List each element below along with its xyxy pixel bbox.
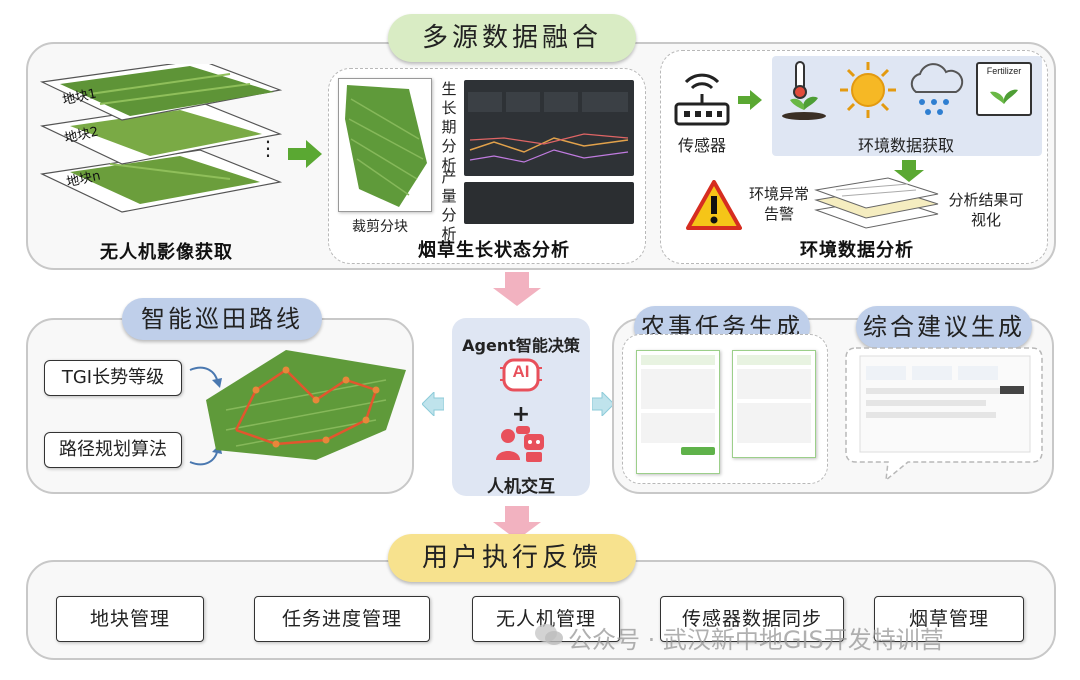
robot-user-icon: [496, 426, 544, 462]
warning-icon: [686, 180, 742, 230]
sun-icon: [840, 62, 896, 118]
sensor-icon: [674, 73, 730, 126]
arrow-down-icon: [493, 506, 541, 540]
agent-panel: [452, 318, 590, 496]
fetch-label: 环境数据获取: [858, 136, 955, 155]
curve-arrow-icon: [189, 366, 222, 388]
layer-1-field: [60, 66, 274, 116]
arrow-right-icon: [738, 90, 762, 110]
interaction-label: 人机交互: [487, 477, 555, 497]
layer-2-field: [70, 110, 262, 156]
arrow-right-icon: [288, 140, 322, 168]
growth-title: 烟草生长状态分析: [418, 240, 570, 261]
env-title: 环境数据分析: [800, 240, 914, 261]
growth-period-text: 生长期分析: [441, 80, 457, 174]
arrow-down-icon: [894, 160, 924, 182]
sensor-sync-button[interactable]: 传感器数据同步: [660, 596, 844, 642]
fertilizer-label: Fertilizer: [986, 66, 1022, 76]
ai-icon-text: AI: [512, 362, 530, 381]
task-card-1: [636, 350, 720, 474]
arrow-left-icon: [422, 392, 444, 416]
patrol-map: [206, 350, 406, 460]
layer-dots: ⋮: [258, 136, 278, 160]
vis-label: 分析结果可视化: [948, 191, 1024, 229]
layer-3-field: [70, 156, 260, 204]
fertilizer-icon: Fertilizer: [976, 62, 1032, 116]
uav-label: 无人机影像获取: [100, 242, 233, 263]
task-card-2: [732, 350, 816, 458]
top-title: 多源数据融合: [388, 14, 636, 62]
alert-label: 环境异常告警: [748, 185, 809, 223]
sensor-label: 传感器: [678, 136, 727, 155]
yield-dashboard-thumb: [464, 182, 634, 224]
plot-management-button[interactable]: 地块管理: [56, 596, 204, 642]
advice-title: 综合建议生成: [856, 306, 1032, 348]
tobacco-management-button[interactable]: 烟草管理: [874, 596, 1024, 642]
crop-image: [338, 78, 432, 212]
ai-icon: [500, 358, 542, 392]
task-progress-button[interactable]: 任务进度管理: [254, 596, 430, 642]
rain-cloud-icon: [910, 63, 964, 115]
patrol-title: 智能巡田路线: [122, 298, 322, 340]
plus-sign: +: [511, 402, 531, 427]
yield-text: 产量分析: [441, 168, 457, 243]
arrow-right-icon: [592, 392, 614, 416]
crop-label: 裁剪分块: [352, 219, 408, 235]
agent-title: Agent智能决策: [462, 336, 580, 355]
wechat-icon: [535, 624, 563, 645]
bottom-title: 用户执行反馈: [388, 534, 636, 582]
growth-dashboard-thumb: [464, 80, 634, 176]
thermometer-plant-icon: [782, 61, 826, 120]
path-algo-box: 路径规划算法: [44, 432, 182, 468]
watermark-text: 公众号 · 武汉新中地GIS开发特训营: [568, 626, 944, 654]
arrow-down-icon: [493, 272, 541, 306]
tgi-box: TGI长势等级: [44, 360, 182, 396]
speech-bubble: [845, 347, 1043, 482]
uav-layers-graphic: [39, 64, 283, 213]
analysis-layers-graphic: [814, 177, 939, 229]
